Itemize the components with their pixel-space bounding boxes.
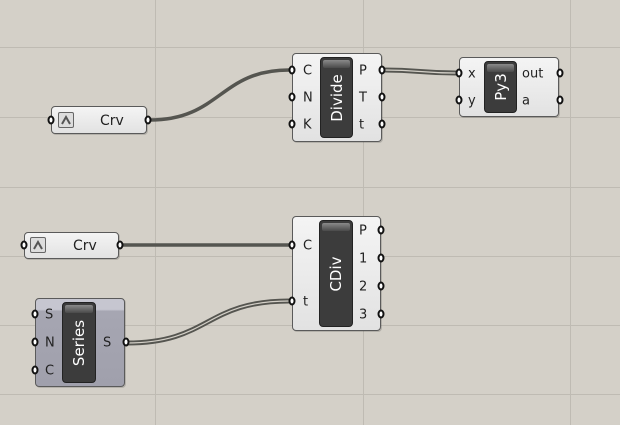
component-name-band: Py3	[484, 61, 517, 113]
grid-line	[155, 0, 156, 425]
output-port[interactable]	[556, 68, 564, 78]
input-port[interactable]	[31, 337, 39, 347]
input-port[interactable]	[20, 240, 28, 250]
grid-line	[363, 0, 364, 425]
output-label: S	[103, 335, 112, 351]
wire-divide-to-py3[interactable]	[383, 67, 457, 76]
component-name-band: Divide	[320, 57, 353, 138]
output-label: t	[359, 117, 365, 133]
component-name-band: CDiv	[319, 220, 353, 327]
curve-param-node[interactable]: Crv	[51, 106, 147, 134]
output-port[interactable]	[144, 115, 152, 125]
grid-line	[0, 187, 620, 188]
output-port[interactable]	[122, 337, 130, 347]
output-port[interactable]	[378, 65, 386, 75]
input-label: K	[303, 117, 312, 133]
input-label: x	[468, 66, 476, 82]
input-port[interactable]	[31, 365, 39, 375]
output-label: T	[359, 90, 367, 106]
output-label: 2	[359, 279, 368, 295]
param-label: Crv	[100, 113, 124, 129]
input-label: N	[45, 335, 55, 351]
curve-param-node[interactable]: Crv	[24, 232, 119, 259]
output-port[interactable]	[378, 119, 386, 129]
output-label: 3	[359, 307, 368, 323]
curve-param-icon	[58, 112, 74, 128]
input-port[interactable]	[455, 68, 463, 78]
output-port[interactable]	[556, 95, 564, 105]
input-port[interactable]	[31, 309, 39, 319]
component-name: Series	[70, 319, 88, 366]
wire-series-to-cdiv[interactable]	[126, 298, 290, 346]
input-port[interactable]	[288, 92, 296, 102]
cdiv-component[interactable]: C t CDiv P 1 2 3	[292, 216, 381, 331]
divide-component[interactable]: C N K Divide P T t	[292, 53, 382, 142]
component-name: Divide	[327, 73, 346, 122]
output-port[interactable]	[377, 253, 385, 263]
param-label: Crv	[73, 238, 97, 254]
output-label: P	[359, 63, 367, 79]
input-label: S	[45, 307, 54, 323]
python3-component[interactable]: x y Py3 out a	[459, 57, 559, 117]
grid-line	[0, 394, 620, 395]
output-port[interactable]	[377, 281, 385, 291]
input-port[interactable]	[288, 65, 296, 75]
component-name-band: Series	[62, 302, 96, 383]
series-component[interactable]: S N C Series S	[35, 298, 125, 387]
input-port[interactable]	[47, 115, 55, 125]
input-port[interactable]	[288, 119, 296, 129]
output-label: 1	[359, 251, 368, 267]
input-label: C	[45, 363, 55, 379]
component-name: Py3	[491, 73, 510, 101]
output-port[interactable]	[378, 92, 386, 102]
input-label: C	[303, 63, 313, 79]
input-port[interactable]	[455, 95, 463, 105]
input-label: C	[303, 238, 313, 254]
output-label: P	[359, 223, 367, 239]
input-label: N	[303, 90, 313, 106]
output-port[interactable]	[377, 309, 385, 319]
grid-line	[0, 47, 620, 48]
grid-line	[570, 0, 571, 425]
input-port[interactable]	[288, 240, 296, 250]
output-label: out	[522, 66, 544, 82]
input-port[interactable]	[288, 296, 296, 306]
output-port[interactable]	[377, 225, 385, 235]
input-label: y	[468, 93, 476, 109]
input-label: t	[303, 294, 309, 310]
curve-param-icon	[30, 237, 46, 253]
output-port[interactable]	[116, 240, 124, 250]
wire-crv1-to-divide[interactable]	[149, 68, 290, 122]
component-name: CDiv	[327, 255, 345, 292]
output-label: a	[522, 93, 530, 109]
